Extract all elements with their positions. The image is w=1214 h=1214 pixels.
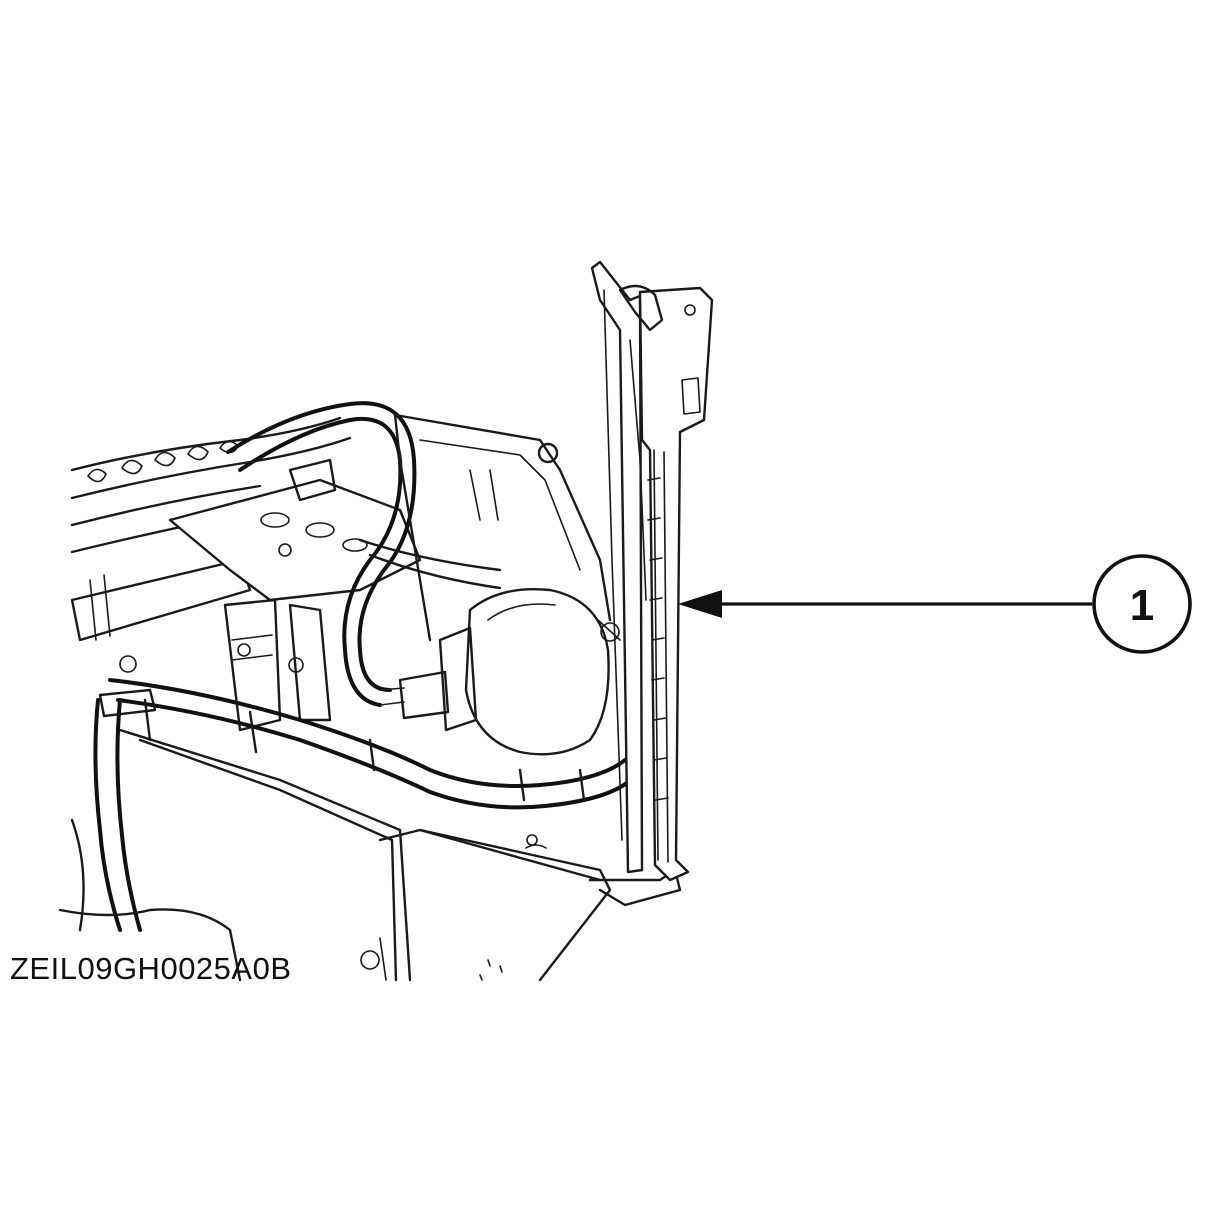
- looping-hose: [226, 401, 417, 707]
- figure-code: ZEIL09GH0025A0B: [10, 951, 292, 986]
- callout-number: 1: [1130, 581, 1154, 630]
- callout-arrowhead: [678, 590, 722, 618]
- upper-bracket: [168, 458, 422, 602]
- vertical-strut: [590, 260, 714, 882]
- left-column: [223, 598, 332, 732]
- callout-1: 1: [678, 554, 1192, 654]
- lower-left-structure: [58, 698, 602, 982]
- motor-assembly: [379, 588, 621, 756]
- lower-hose-bundle: [98, 655, 630, 810]
- lower-right-panel: [418, 828, 682, 982]
- callout-bubble: [1092, 554, 1192, 654]
- frame-panel: [358, 413, 612, 642]
- tube-bundle-left: [70, 416, 352, 642]
